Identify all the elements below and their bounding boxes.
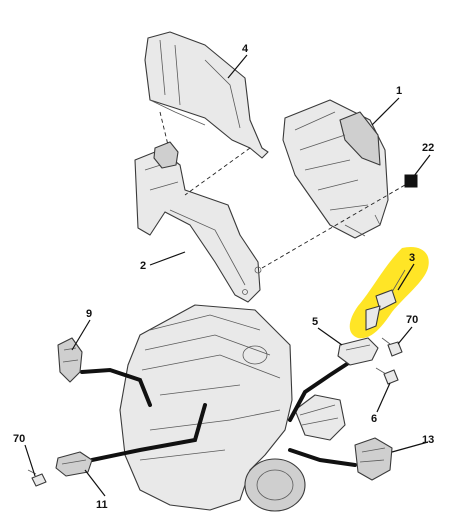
- callout-5: 5: [312, 316, 318, 328]
- callout-70-left: 70: [13, 433, 25, 445]
- bolt-part-6[interactable]: [375, 367, 399, 385]
- callout-70-right: 70: [406, 314, 418, 326]
- callout-3: 3: [409, 252, 415, 264]
- callout-9: 9: [86, 308, 92, 320]
- engine-block: [119, 304, 346, 512]
- ecu-module-part[interactable]: [282, 99, 389, 239]
- sensor-part-11[interactable]: [55, 451, 93, 477]
- callout-2: 2: [140, 260, 146, 272]
- callout-labels: 4 1 22 2 3 9 5 70 6 13 70 11: [13, 43, 434, 511]
- wiring-harness: [80, 360, 357, 467]
- assembly-guide-lines: [159, 111, 406, 269]
- callout-11: 11: [96, 499, 108, 511]
- callout-22: 22: [422, 142, 434, 154]
- callout-1: 1: [396, 85, 402, 97]
- screw-part-70-right[interactable]: [381, 337, 403, 357]
- callout-13: 13: [422, 434, 434, 446]
- callout-4: 4: [242, 43, 249, 55]
- sensor-bracket-part-5[interactable]: [337, 337, 379, 366]
- sensor-part-13[interactable]: [354, 437, 393, 481]
- callout-6: 6: [371, 413, 377, 425]
- leader-lines: [24, 54, 431, 497]
- sensor-part-9[interactable]: [57, 337, 83, 383]
- ecu-cover-part[interactable]: [144, 31, 269, 159]
- ecu-nut-part[interactable]: [404, 174, 418, 188]
- ecu-bracket-part[interactable]: [134, 141, 262, 303]
- highlighted-sensor-part-3[interactable]: [349, 246, 429, 339]
- screw-part-70-left[interactable]: [27, 469, 47, 487]
